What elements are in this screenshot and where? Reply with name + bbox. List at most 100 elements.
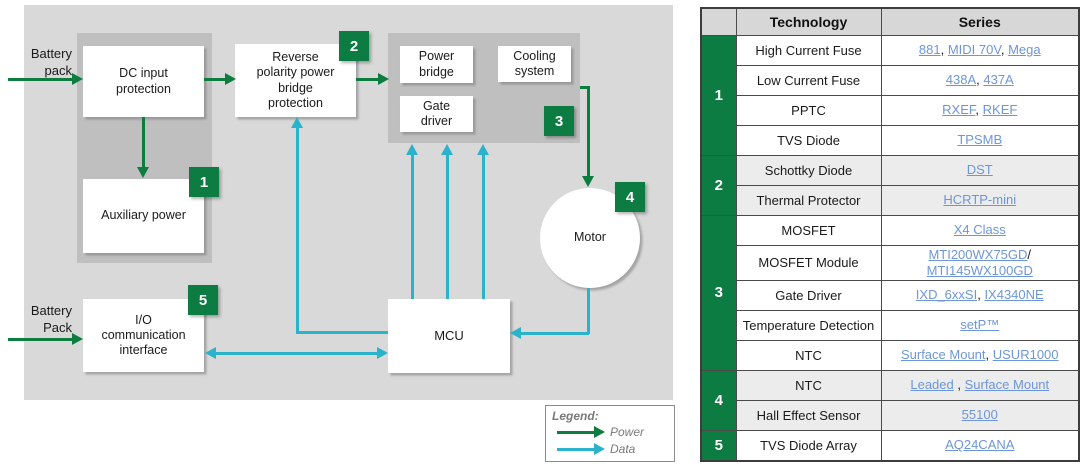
table-header-row: Technology Series: [700, 7, 1080, 36]
power-arrow-battery-to-io: [8, 338, 73, 341]
series-link[interactable]: RXEF: [942, 101, 976, 117]
block-dc-input-protection: DC input protection: [83, 46, 204, 117]
series-link[interactable]: MTI145WX100GD: [926, 262, 1033, 278]
block-cooling-system: Cooling system: [498, 46, 571, 82]
data-arrowhead: [377, 347, 388, 359]
data-arrow-mcu-to-gate-driver-1: [411, 155, 414, 299]
block-label: Motor: [574, 230, 606, 245]
table-row: Thermal Protector HCRTP-mini: [701, 184, 1080, 216]
data-arrow-mcu-to-gate-driver-2: [446, 155, 449, 299]
series-link[interactable]: Surface Mount: [900, 347, 986, 363]
series-link[interactable]: DST: [966, 161, 993, 177]
block-label: DC input protection: [116, 66, 171, 96]
group-number-cell: 2: [700, 154, 737, 216]
power-arrowhead: [582, 176, 594, 187]
data-arrow-mcu-to-reverse-h: [296, 331, 388, 334]
series-separator: ,: [985, 347, 993, 363]
series-link[interactable]: USUR1000: [992, 347, 1059, 363]
block-label: Cooling system: [513, 48, 556, 78]
block-label: I/O communication interface: [101, 312, 186, 358]
data-arrowhead: [291, 117, 303, 128]
table-row: 3 MOSFET X4 Class: [700, 214, 1080, 371]
block-auxiliary-power: Auxiliary power: [83, 179, 204, 253]
series-link[interactable]: RKEF: [982, 101, 1018, 117]
series-separator: ,: [975, 101, 983, 117]
series-link[interactable]: AQ24CANA: [945, 437, 1015, 453]
series-link[interactable]: Leaded: [910, 377, 954, 393]
series-link[interactable]: IXD_6xxSI: [915, 287, 978, 303]
data-arrowhead: [477, 144, 489, 155]
technology-cell: Schottky Diode: [735, 154, 882, 186]
series-link[interactable]: Surface Mount: [964, 377, 1050, 393]
legend-power-label: Power: [610, 425, 645, 439]
series-link[interactable]: setP™: [960, 317, 1000, 333]
series-separator: ,: [1000, 41, 1009, 57]
technology-cell: NTC: [735, 340, 882, 371]
block-mcu: MCU: [388, 299, 510, 373]
series-cell: RXEF, RKEF: [880, 94, 1080, 126]
battery-pack-label-top: Battery pack: [30, 46, 72, 78]
data-arrow-io-mcu-bidirectional: [216, 352, 377, 355]
table-row: NTC Surface Mount, USUR1000: [701, 340, 1080, 371]
block-label: MCU: [434, 328, 464, 344]
series-link[interactable]: MTI200WX75GD: [928, 246, 1028, 262]
table-row: Hall Effect Sensor 55100: [701, 400, 1080, 431]
series-link[interactable]: MIDI 70V: [947, 41, 1001, 57]
block-label: Reverse polarity power bridge protection: [256, 50, 335, 110]
technology-series-table: Technology Series 1 High Current Fuse 88…: [700, 7, 1080, 462]
power-arrow-bridge-to-motor-h: [580, 86, 590, 89]
technology-cell: TVS Diode: [735, 124, 882, 156]
badge-3: 3: [544, 106, 574, 136]
group-number-cell: 1: [700, 34, 737, 156]
series-link[interactable]: 438A: [945, 71, 977, 87]
badge-4: 4: [615, 182, 645, 212]
legend-data-arrowhead: [594, 443, 605, 455]
block-io-communication-interface: I/O communication interface: [83, 299, 204, 372]
data-arrowhead: [510, 327, 521, 339]
series-link[interactable]: 437A: [983, 71, 1014, 87]
table-row: TVS Diode TPSMB: [701, 124, 1080, 156]
series-link[interactable]: Mega: [1008, 41, 1041, 57]
series-cell: 438A, 437A: [880, 64, 1080, 96]
data-arrowhead: [205, 347, 216, 359]
technology-cell: Low Current Fuse: [735, 64, 882, 96]
legend-title: Legend:: [552, 409, 599, 423]
block-reverse-polarity-protection: Reverse polarity power bridge protection: [235, 44, 356, 117]
series-link[interactable]: X4 Class: [953, 221, 1006, 237]
table-row: 1 High Current Fuse 881, MIDI 70V, Mega: [700, 34, 1080, 156]
technology-cell: MOSFET Module: [735, 244, 882, 281]
series-cell: AQ24CANA: [880, 430, 1080, 461]
power-arrowhead: [378, 73, 389, 85]
table-row: PPTC RXEF, RKEF: [701, 94, 1080, 126]
block-label: Gate driver: [420, 98, 453, 128]
series-link[interactable]: HCRTP-mini: [943, 191, 1017, 207]
series-link[interactable]: 55100: [961, 407, 998, 423]
badge-1: 1: [189, 167, 219, 197]
block-label: Power bridge: [418, 49, 455, 79]
series-separator: ,: [940, 41, 948, 57]
technology-cell: Temperature Detection: [735, 310, 882, 341]
block-power-bridge: Power bridge: [400, 46, 473, 83]
block-gate-driver: Gate driver: [400, 96, 473, 132]
corner-header-cell: [700, 7, 737, 36]
power-arrowhead: [225, 73, 236, 85]
series-link[interactable]: IX4340NE: [984, 287, 1044, 303]
power-arrow-bridge-to-motor-v: [587, 86, 590, 177]
legend-power-arrow: [557, 431, 594, 434]
series-cell: TPSMB: [880, 124, 1080, 156]
series-link[interactable]: 881: [918, 41, 941, 57]
technology-cell: High Current Fuse: [735, 34, 882, 66]
technology-cell: Hall Effect Sensor: [735, 400, 882, 431]
technology-cell: NTC: [735, 370, 882, 401]
power-arrowhead: [72, 73, 83, 85]
series-link[interactable]: TPSMB: [957, 131, 1003, 147]
badge-5: 5: [188, 285, 218, 315]
table-row: 2 Schottky Diode DST: [700, 154, 1080, 216]
technology-cell: PPTC: [735, 94, 882, 126]
series-header: Series: [880, 7, 1080, 36]
group-number-cell: 3: [700, 214, 737, 371]
table-row: MOSFET Module MTI200WX75GD/MTI145WX100GD: [701, 244, 1080, 281]
group-number-cell: 4: [700, 370, 737, 431]
power-arrowhead: [72, 333, 83, 345]
